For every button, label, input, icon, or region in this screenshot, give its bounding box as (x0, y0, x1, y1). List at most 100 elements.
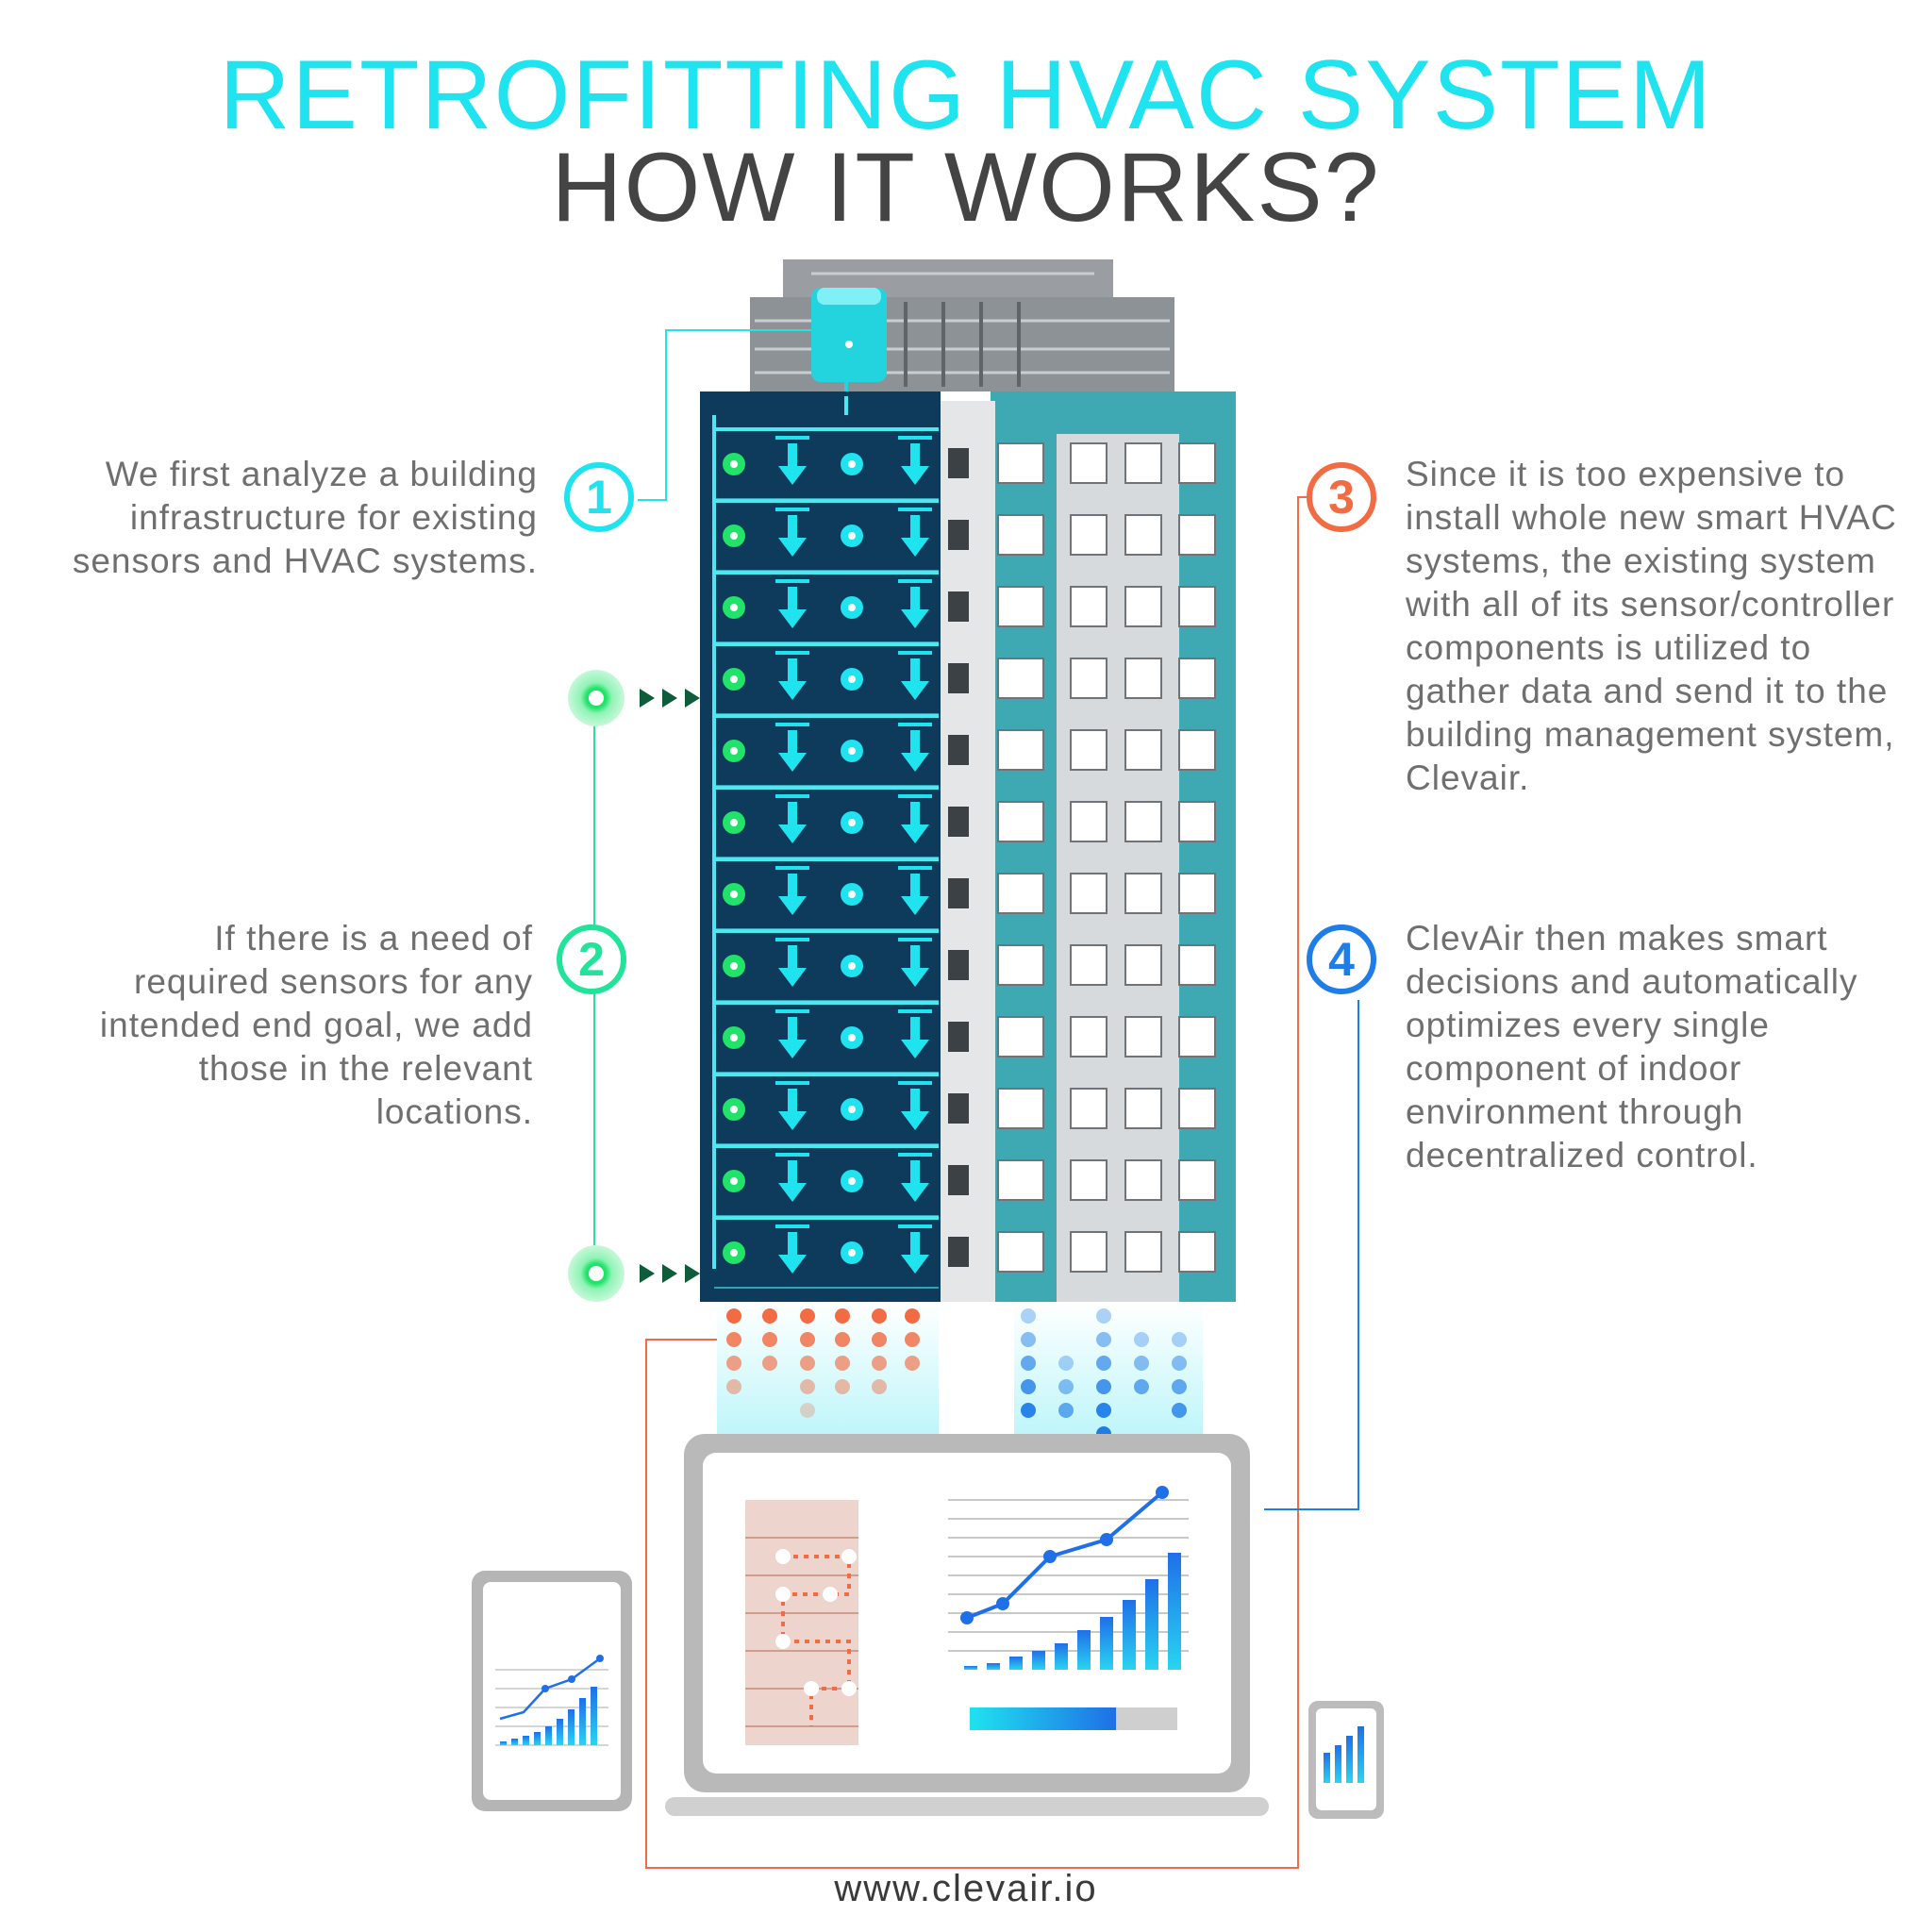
line-chart-icon (1156, 1486, 1169, 1499)
building-window (948, 1165, 969, 1195)
building-window (1070, 1159, 1108, 1201)
building-window (997, 944, 1044, 986)
title-line-1: RETROFITTING HVAC SYSTEM (219, 41, 1713, 150)
building-window (1124, 873, 1162, 914)
building-window (1070, 1088, 1108, 1129)
data-dot (1096, 1379, 1111, 1394)
building-window (997, 658, 1044, 699)
bar-chart-icon (1123, 1600, 1136, 1670)
line-chart-icon (1043, 1550, 1057, 1563)
building-window (1070, 514, 1108, 556)
arrow-down-icon (775, 866, 809, 915)
line-chart-icon (1100, 1533, 1113, 1546)
data-dot (1096, 1356, 1111, 1371)
data-dot (1172, 1403, 1187, 1418)
data-dot (1058, 1379, 1074, 1394)
bar-chart-icon (1145, 1579, 1158, 1670)
title-line-2: HOW IT WORKS? (551, 133, 1381, 242)
building-window (997, 1088, 1044, 1129)
building-window (1070, 586, 1108, 627)
data-dot (1134, 1332, 1149, 1347)
added-sensor-bottom (568, 1245, 700, 1302)
building-window (1070, 1231, 1108, 1273)
building-window (997, 1159, 1044, 1201)
data-dot (1172, 1356, 1187, 1371)
building-window (1070, 442, 1108, 484)
data-dot (726, 1332, 741, 1347)
building-window (1124, 1231, 1162, 1273)
data-dot (762, 1332, 777, 1347)
building-window (1178, 1231, 1216, 1273)
step-4-badge: 4 (1307, 924, 1376, 994)
step-3-badge: 3 (1307, 462, 1376, 532)
building-window (948, 878, 969, 908)
arrow-down-icon (898, 651, 932, 700)
building-window (1178, 729, 1216, 771)
bar-chart-icon (964, 1666, 977, 1670)
arrow-down-icon (898, 579, 932, 628)
data-dot (905, 1308, 920, 1324)
building-window (1124, 729, 1162, 771)
step-3-text: Since it is too expensive to install who… (1406, 455, 1897, 797)
building-window (997, 586, 1044, 627)
building-window (1124, 442, 1162, 484)
arrow-down-icon (775, 579, 809, 628)
building-window (1178, 944, 1216, 986)
data-dot (1021, 1403, 1036, 1418)
data-dot (800, 1356, 815, 1371)
building-window (1124, 514, 1162, 556)
footer-url[interactable]: www.clevair.io (834, 1868, 1098, 1909)
added-sensor-top (568, 670, 700, 726)
arrow-down-icon (898, 1081, 932, 1130)
line-chart-icon (996, 1597, 1009, 1610)
data-dot (905, 1332, 920, 1347)
step-1-text: We first analyze a building infrastructu… (72, 455, 538, 580)
building-window (948, 807, 969, 837)
arrow-down-icon (775, 1153, 809, 1202)
building-window (1178, 1159, 1216, 1201)
bar-chart-icon (1009, 1657, 1023, 1670)
building-window (997, 873, 1044, 914)
building-window (1124, 1159, 1162, 1201)
data-dot (1058, 1356, 1074, 1371)
building-window (1070, 801, 1108, 842)
data-dot (1096, 1403, 1111, 1418)
building-window (1124, 1088, 1162, 1129)
phone-icon (1308, 1701, 1384, 1819)
building-window (1124, 658, 1162, 699)
building-window (1178, 442, 1216, 484)
arrow-down-icon (898, 794, 932, 843)
step-2-text: If there is a need of required sensors f… (99, 919, 533, 1131)
building-window (1070, 873, 1108, 914)
data-dot (1096, 1332, 1111, 1347)
arrow-down-icon (898, 866, 932, 915)
arrow-down-icon (898, 508, 932, 557)
bar-chart-icon (1077, 1630, 1091, 1670)
building-window (1124, 944, 1162, 986)
connector-4 (1264, 1000, 1359, 1510)
building-window (948, 663, 969, 693)
tablet-icon (472, 1571, 632, 1811)
data-dot (872, 1332, 887, 1347)
building-window (1178, 1016, 1216, 1058)
data-dot (1021, 1308, 1036, 1324)
rooftop (750, 259, 1174, 396)
data-dot (835, 1332, 850, 1347)
data-dot (762, 1308, 777, 1324)
data-dot (1021, 1356, 1036, 1371)
data-dot (726, 1356, 741, 1371)
building-window (1178, 586, 1216, 627)
bar-chart-icon (987, 1663, 1000, 1670)
data-dot (1021, 1379, 1036, 1394)
data-dot (872, 1356, 887, 1371)
arrow-down-icon (898, 723, 932, 772)
orange-data-stream (726, 1308, 920, 1418)
laptop-icon (665, 1434, 1269, 1816)
data-dot (1172, 1379, 1187, 1394)
data-dot (800, 1403, 815, 1418)
building-window (948, 1022, 969, 1052)
building-window (1178, 514, 1216, 556)
connector-1 (638, 329, 811, 501)
building-window (1070, 658, 1108, 699)
